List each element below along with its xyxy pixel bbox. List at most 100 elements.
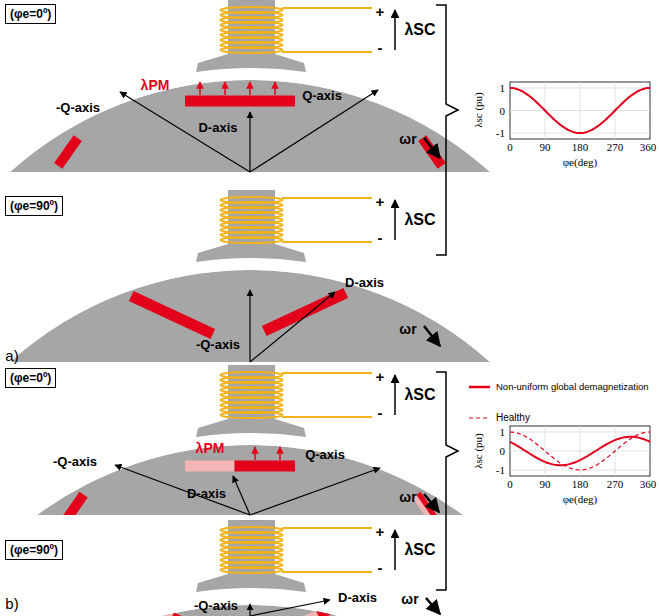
axis-label: D-axis <box>338 591 377 605</box>
axis-label: D-axis <box>345 276 384 290</box>
axis-title: λsc (pu) <box>472 92 484 128</box>
rotation-arrow <box>424 326 440 346</box>
axis-arrow <box>233 476 250 515</box>
angle-label: (φe=0º) <box>10 7 51 21</box>
angle-label: (φe=90º) <box>10 199 58 213</box>
flux-arrow <box>254 447 256 460</box>
terminal-sign: + <box>376 194 385 211</box>
coil-winding <box>221 567 283 573</box>
magnet <box>185 461 295 472</box>
axis-arrow <box>250 468 380 515</box>
plot <box>510 426 650 476</box>
angle-box: (φe=0º) <box>5 4 56 24</box>
coil-lead <box>282 571 372 573</box>
tick-label: -1 <box>496 127 505 139</box>
axis-label: D-axis <box>198 121 237 135</box>
speed-label: ωr <box>399 490 416 505</box>
magnet <box>418 135 446 169</box>
tick-label: 1 <box>500 426 506 438</box>
tick-label: 0 <box>507 478 513 490</box>
stator-tooth <box>196 0 395 72</box>
terminal-sign: + <box>376 369 385 386</box>
tick-label: 90 <box>540 478 551 490</box>
angle-box: (φe=90º) <box>5 540 63 560</box>
axis-label: -Q-axis <box>194 599 238 613</box>
rotation-arrow <box>426 598 440 614</box>
curve <box>510 437 650 466</box>
terminal-sign: + <box>376 4 385 21</box>
coil-lead <box>282 197 372 199</box>
legend-item: Non-uniform global demagnetization <box>468 382 649 393</box>
voltage-arrow <box>394 375 396 415</box>
coil-lead <box>282 7 372 9</box>
legend-sample <box>468 413 492 423</box>
axis-arrow <box>249 604 250 616</box>
coil-winding <box>221 47 283 53</box>
legend-text: Non-uniform global demagnetization <box>496 382 649 393</box>
legend-text: Healthy <box>496 412 530 424</box>
panel-letter: b) <box>5 596 18 613</box>
legend-item: Healthy <box>468 412 530 424</box>
axis-arrow <box>250 292 335 362</box>
tick-label: 1 <box>500 82 506 94</box>
rotation-arrow <box>424 494 439 512</box>
terminal-sign: - <box>378 230 383 247</box>
speed-label: ωr <box>399 322 416 337</box>
tick-label: 0 <box>500 104 506 116</box>
magnet-flux: λPM <box>141 78 170 93</box>
axis-label: -Q-axis <box>56 101 100 115</box>
coil-winding <box>221 237 283 243</box>
axis-title: λsc (pu) <box>472 433 484 469</box>
tick-label: 270 <box>607 141 624 153</box>
curve <box>510 88 650 133</box>
speed-label: ωr <box>401 592 418 607</box>
rotor <box>10 80 490 172</box>
axis-arrow <box>249 290 250 362</box>
coil-lead <box>282 241 372 243</box>
rotor <box>10 270 490 362</box>
axis-arrow <box>250 600 330 616</box>
tick-label: 180 <box>572 141 589 153</box>
coil-lead <box>282 527 372 529</box>
terminal-sign: - <box>378 40 383 57</box>
magnet <box>185 96 295 107</box>
bracket <box>436 5 458 255</box>
angle-label: (φe=90º) <box>10 543 58 557</box>
magnet-flux: λPM <box>196 441 225 456</box>
flux-linkage: λSC <box>404 541 435 559</box>
bracket <box>436 372 458 590</box>
terminal-sign: - <box>378 405 383 422</box>
terminal-sign: - <box>378 560 383 577</box>
stator-tooth <box>196 190 395 262</box>
flux-arrow <box>199 82 201 95</box>
axis-label: Q-axis <box>305 448 345 462</box>
speed-label: ωr <box>399 132 416 147</box>
axis-label: D-axis <box>187 487 226 501</box>
tick-label: 360 <box>640 478 657 490</box>
voltage-arrow <box>394 200 396 240</box>
tick-label: 0 <box>507 141 513 153</box>
terminal-sign: + <box>376 524 385 541</box>
tick-label: 180 <box>572 478 589 490</box>
flux-arrow <box>249 82 251 95</box>
voltage-arrow <box>394 530 396 570</box>
flux-arrow <box>224 82 226 95</box>
flux-linkage: λSC <box>404 211 435 229</box>
tick-label: 270 <box>607 478 624 490</box>
magnet <box>62 492 87 522</box>
flux-linkage: λSC <box>404 386 435 404</box>
coil-lead <box>282 372 372 374</box>
axis-arrow <box>120 92 250 172</box>
rotation-arrow <box>424 138 440 158</box>
magnet <box>54 135 82 169</box>
axis-title: φe(deg) <box>563 493 597 505</box>
voltage-arrow <box>394 10 396 50</box>
axis-label: -Q-axis <box>53 455 97 469</box>
magnet <box>129 291 215 339</box>
legend-line <box>469 386 490 389</box>
axis-label: -Q-axis <box>196 338 240 352</box>
tick-label: 90 <box>540 141 551 153</box>
angle-label: (φe=0º) <box>10 371 51 385</box>
coil-winding <box>221 412 283 418</box>
angle-box: (φe=0º) <box>5 368 56 388</box>
